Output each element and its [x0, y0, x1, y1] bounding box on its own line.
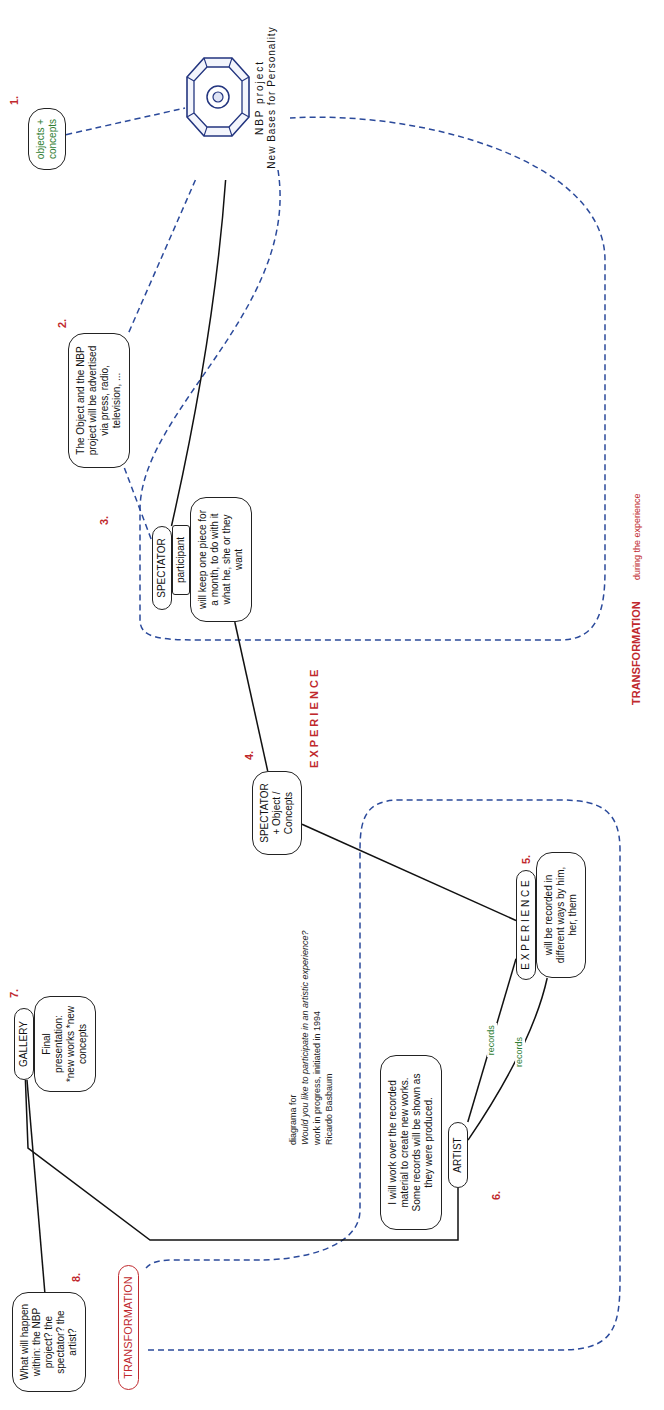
flow-connector	[235, 622, 268, 771]
node-text: I will work over the recorded material t…	[387, 1064, 435, 1221]
callout-number: 7.	[8, 989, 20, 998]
node-text: will keep one piece for a month, to do w…	[197, 506, 245, 613]
note-cloud: I will work over the recorded material t…	[380, 1055, 442, 1230]
gallery-pill: GALLERY	[14, 1008, 34, 1080]
nbp-object-drawing	[185, 57, 251, 139]
note-cloud: will be recorded in different ways by hi…	[536, 852, 586, 978]
concept-cloud: objects + concepts	[28, 108, 66, 170]
flow-connector	[468, 978, 547, 1140]
node-text: ARTIST	[452, 1129, 464, 1181]
node-text: E X P E R I E N C E	[520, 877, 532, 973]
callout-number: 6.	[490, 1191, 502, 1200]
title-text: diagrama for	[288, 1094, 298, 1145]
dashed-loop	[146, 800, 620, 1350]
dashed-connector	[129, 180, 196, 333]
node-text: Final presentation: *new works *new conc…	[41, 1005, 89, 1083]
region-label: TRANSFORMATION	[630, 601, 642, 705]
callout-number: 3.	[98, 516, 110, 525]
flow-connector	[468, 959, 516, 1122]
node-text: SPECTATOR	[156, 533, 168, 603]
title-text: Ricardo Basbaum	[324, 1073, 334, 1145]
edge-label: records	[515, 1035, 525, 1069]
callout-number: 1.	[8, 96, 20, 105]
dashed-connector	[66, 108, 185, 135]
participant-tag: participant	[172, 525, 190, 595]
spectator-object-cloud: SPECTATOR + Object / Concepts	[252, 771, 302, 855]
dashed-loop	[140, 117, 605, 640]
spectator-pill: SPECTATOR	[152, 526, 172, 610]
callout-number: 8.	[70, 1273, 82, 1282]
note-cloud: Final presentation: *new works *new conc…	[34, 996, 96, 1092]
node-text: NBP project	[254, 15, 266, 180]
callout-number: 2.	[56, 319, 68, 328]
nbp-object: NBP projectNew Bases for Personality	[185, 15, 278, 180]
edge-label: records	[487, 1023, 497, 1057]
callout-number: 5.	[520, 855, 532, 864]
node-text: GALLERY	[18, 1015, 30, 1073]
transformation-box: TRANSFORMATION	[118, 1265, 139, 1390]
node-text: participant	[175, 530, 187, 590]
node-text: objects + concepts	[35, 117, 59, 161]
question-cloud: What will happen within: the NBP project…	[12, 1292, 86, 1392]
note-cloud: will keep one piece for a month, to do w…	[190, 497, 252, 622]
node-text: What will happen within: the NBP project…	[19, 1301, 79, 1383]
title-text: Would you like to participate in an arti…	[300, 930, 310, 1145]
node-text: will be recorded in different ways by hi…	[543, 861, 579, 969]
note-cloud: The Object and the NBP project will be a…	[68, 333, 130, 468]
region-label: during the experience	[632, 493, 642, 580]
experience-pill: E X P E R I E N C E	[516, 870, 536, 980]
node-text: New Bases for Personality	[266, 15, 278, 180]
node-text: The Object and the NBP project will be a…	[75, 342, 123, 459]
artist-pill: ARTIST	[448, 1122, 468, 1188]
node-text: SPECTATOR + Object / Concepts	[259, 780, 295, 846]
title-text: work in progress, initiated in 1994	[312, 1011, 322, 1145]
flow-connector	[172, 180, 226, 526]
dashed-connector	[124, 468, 152, 541]
flow-connector	[302, 824, 516, 920]
node-text: TRANSFORMATION	[122, 1272, 135, 1383]
callout-number: 4.	[243, 751, 255, 760]
flow-connector	[27, 1080, 45, 1292]
region-label: E X P E R I E N C E	[308, 670, 320, 768]
